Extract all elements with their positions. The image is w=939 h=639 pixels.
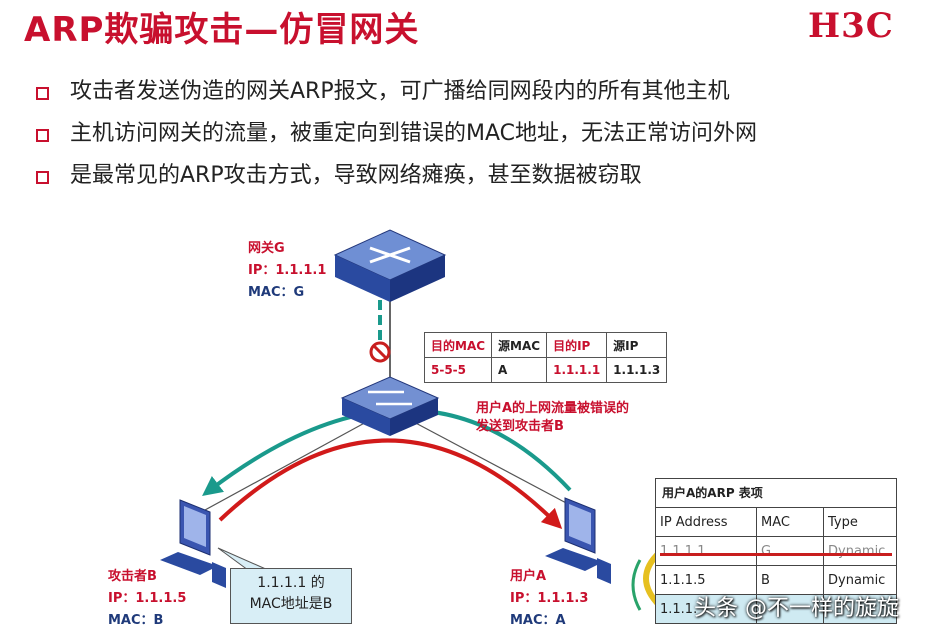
bullet-list: 攻击者发送伪造的网关ARP报文，可广播给同网段内的所有其他主机 主机访问网关的流… <box>34 78 757 204</box>
table-row: 1.1.1.1 G Dynamic <box>656 536 896 566</box>
h3c-logo: H3C <box>808 6 894 46</box>
bullet-square-icon <box>36 171 49 184</box>
bullet-square-icon <box>36 87 49 100</box>
redirect-note: 用户A的上网流量被错误的 发送到攻击者B <box>476 401 630 434</box>
table-row: 1.1.1. <box>656 594 896 623</box>
arp-table: 用户A的ARP 表项 IP Address MAC Type 1.1.1.1 G… <box>655 478 897 624</box>
watermark: 头条 @不一样的旋旋 <box>694 596 899 621</box>
callout-tail <box>217 547 269 571</box>
strike-line <box>660 553 892 556</box>
table-row: IP Address MAC Type <box>656 508 896 537</box>
switch-attacker-link <box>204 419 371 511</box>
bullet-square-icon <box>36 129 49 142</box>
bullet-item: 攻击者发送伪造的网关ARP报文，可广播给同网段内的所有其他主机 <box>34 78 757 120</box>
table-row: 5-5-5 A 1.1.1.1 1.1.1.3 <box>423 357 668 383</box>
prohibited-icon <box>369 341 391 363</box>
switch-icon <box>340 376 440 436</box>
packet-header-table: 目的MAC 源MAC 目的IP 源IP 5-5-5 A 1.1.1.1 1.1.… <box>423 332 668 383</box>
arp-table-title: 用户A的ARP 表项 <box>656 479 896 508</box>
bullet-item: 是最常见的ARP攻击方式，导致网络瘫痪，甚至数据被窃取 <box>34 162 757 204</box>
gateway-labels: 网关G IP：1.1.1.1 MAC：G <box>248 241 327 300</box>
attacker-computer-icon <box>160 499 226 588</box>
red-arrow-curve <box>218 438 563 530</box>
user-computer-icon <box>545 497 611 584</box>
slide-title: ARP欺骗攻击—仿冒网关 <box>24 10 420 50</box>
table-row: 1.1.1.5 B Dynamic <box>656 565 896 595</box>
router-icon <box>333 229 447 302</box>
table-row: 目的MAC 源MAC 目的IP 源IP <box>423 332 668 358</box>
switch-user-link <box>409 419 571 506</box>
user-labels: 用户A IP：1.1.1.3 MAC：A <box>510 569 589 628</box>
attacker-labels: 攻击者B IP：1.1.1.5 MAC：B <box>108 569 187 628</box>
bullet-item: 主机访问网关的流量，被重定向到错误的MAC地址，无法正常访问外网 <box>34 120 757 162</box>
spoof-callout: 1.1.1.1 的 MAC地址是B <box>230 568 352 624</box>
update-arrow-green <box>631 559 642 611</box>
